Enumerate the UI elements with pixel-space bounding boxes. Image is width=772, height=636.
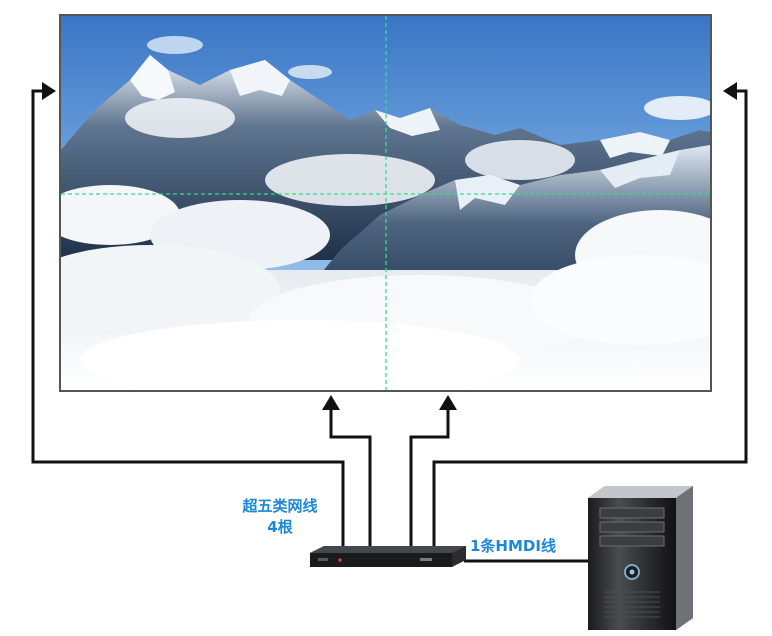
mountain-image — [61, 16, 710, 390]
arrow-right-screen-icon — [723, 82, 737, 100]
arrow-up-right-icon — [439, 395, 457, 410]
wiring — [31, 89, 748, 563]
right-outer-wire — [432, 89, 748, 549]
arrow-up-left-icon — [322, 395, 340, 410]
video-wall-controller-icon — [310, 546, 466, 567]
cable-label: 超五类网线 4根 — [224, 496, 336, 538]
desktop-tower-pc-icon — [588, 486, 693, 630]
inner-left-wire — [329, 406, 372, 549]
arrow-left-screen-icon — [42, 82, 56, 100]
left-outer-wire — [31, 89, 345, 549]
video-wall-screen — [59, 14, 712, 392]
inner-right-wire — [409, 406, 450, 549]
arrowheads — [42, 82, 737, 410]
hdmi-label: 1条HMDI线 — [470, 537, 556, 555]
cable-label-line1: 超五类网线 — [242, 497, 318, 515]
cable-label-line2: 4根 — [267, 518, 293, 536]
